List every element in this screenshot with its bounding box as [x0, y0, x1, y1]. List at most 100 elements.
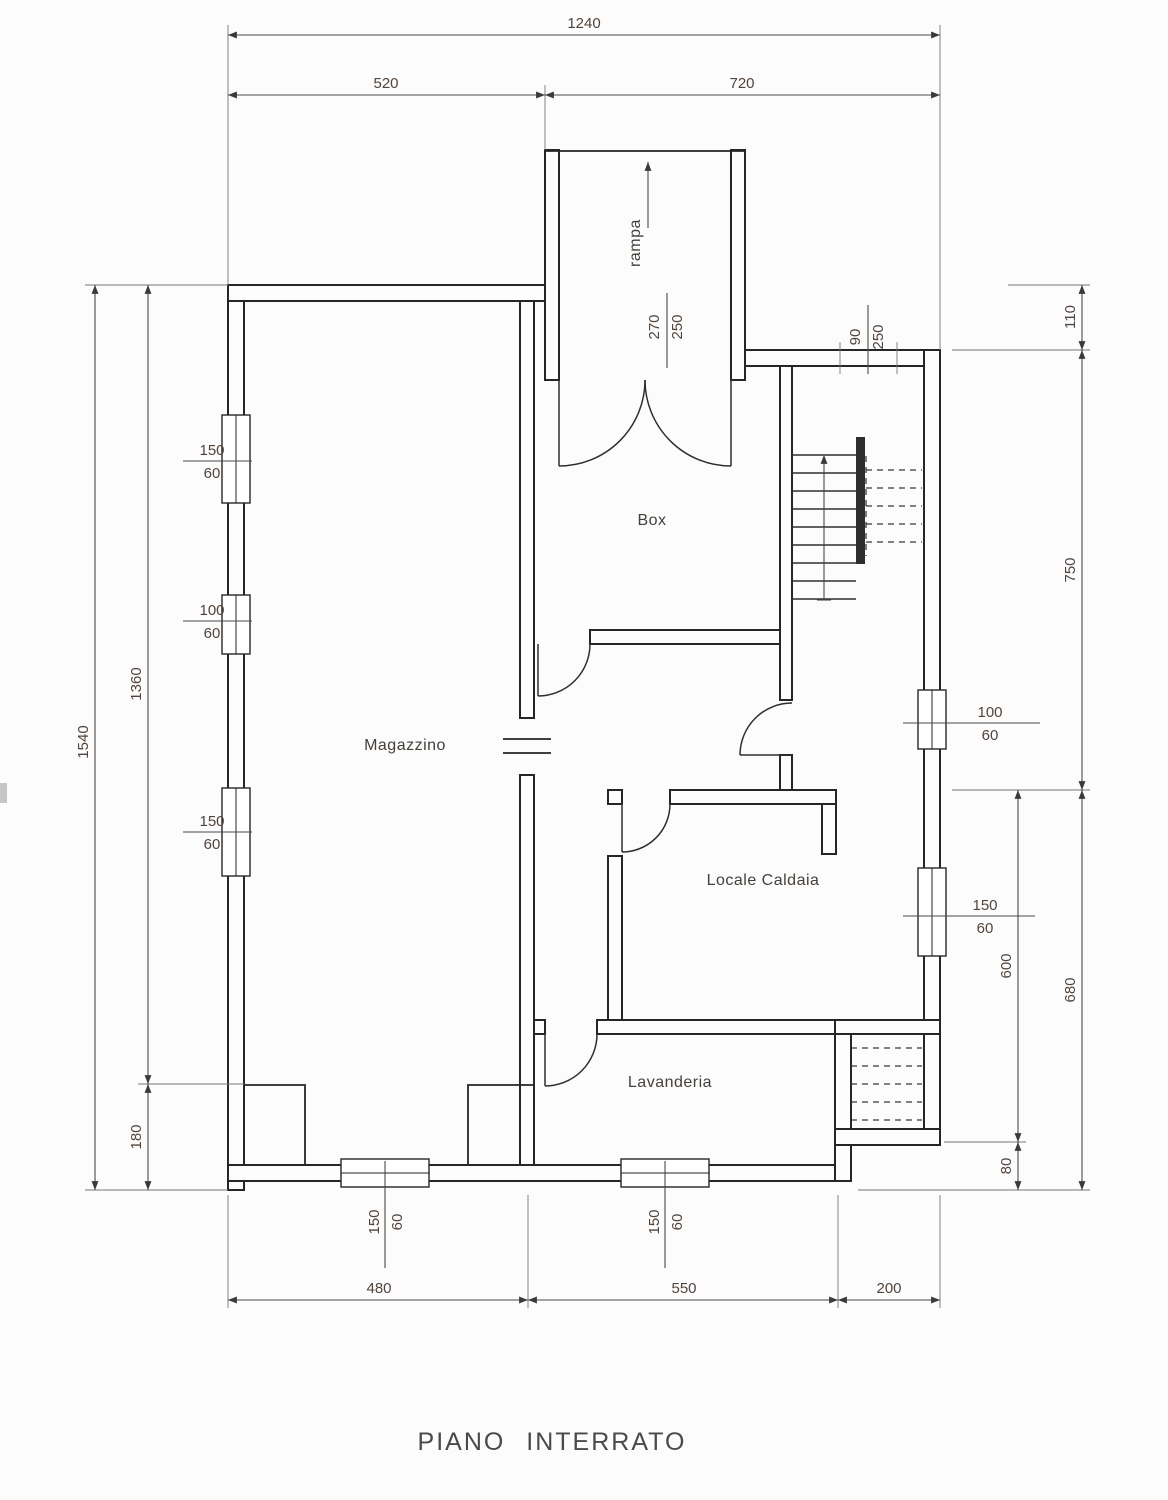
dim-window-left-bottom: 150 60 — [183, 813, 252, 853]
dim-top-right: 720 — [545, 75, 940, 99]
dim-window-left-top: 150 60 — [183, 442, 252, 482]
room-label-magazzino: Magazzino — [364, 737, 446, 754]
dim-label-top-total: 1240 — [567, 15, 600, 32]
dim-top-total: 1240 — [228, 15, 940, 39]
stair-handrail — [856, 437, 865, 564]
dim-window-left-middle: 100 60 — [183, 602, 252, 642]
lavanderia-wall-top-jamb — [533, 1019, 546, 1035]
dim-label-wlb-height: 60 — [204, 836, 221, 853]
floor-step-left — [244, 1084, 306, 1165]
box-door — [537, 643, 591, 697]
dim-top-left: 520 — [228, 75, 545, 99]
dim-label-wru-height: 60 — [982, 727, 999, 744]
window-right-upper — [917, 689, 947, 750]
ramp-wall-right — [730, 149, 746, 381]
caldaia-door — [621, 803, 671, 853]
staircase-upper — [792, 437, 922, 601]
dim-left-outer: 1540 — [75, 285, 99, 1190]
dim-window-right-upper: 100 60 — [903, 704, 1040, 744]
dim-label-wlt-height: 60 — [204, 465, 221, 482]
window-left-top — [221, 414, 251, 504]
window-right-lower — [917, 867, 947, 957]
dim-window-right-lower: 150 60 — [903, 897, 1035, 937]
dim-label-ramp-num: 270 — [646, 314, 663, 339]
dim-label-bottom-left: 480 — [366, 1280, 391, 1297]
dim-right-lower: 680 — [1062, 790, 1086, 1190]
dim-label-left-bottom: 180 — [128, 1124, 145, 1149]
dim-label-wlm-width: 100 — [199, 602, 224, 619]
dim-window-bottom-right: 150 60 — [646, 1161, 686, 1268]
outer-wall-bottom — [227, 1164, 852, 1182]
plan-title: PIANO INTERRATO — [418, 1428, 687, 1456]
dim-label-left-inner: 1360 — [128, 667, 145, 700]
dim-label-stair-door-den: 250 — [870, 324, 887, 349]
dim-label-wbr-width: 150 — [646, 1209, 663, 1234]
dim-right-upper: 750 — [1062, 350, 1086, 790]
dim-right-inner-base: 80 — [998, 1142, 1022, 1190]
dim-label-wbr-height: 60 — [669, 1214, 686, 1231]
room-label-lavanderia: Lavanderia — [628, 1074, 712, 1091]
dim-label-bottom-right: 200 — [876, 1280, 901, 1297]
dim-label-wlb-width: 150 — [199, 813, 224, 830]
room-labels: Magazzino Box Locale Caldaia Lavanderia … — [364, 219, 819, 1091]
dim-label-wbl-height: 60 — [389, 1214, 406, 1231]
doors — [537, 379, 793, 1087]
dim-label-stair-door-num: 90 — [847, 329, 864, 346]
lavanderia-wall-top — [596, 1019, 836, 1035]
caldaia-wall-stub — [821, 803, 837, 855]
dim-ramp-width: 270 250 — [646, 293, 686, 368]
box-wall-bottom — [589, 629, 793, 645]
dim-label-top-left: 520 — [373, 75, 398, 92]
staircase-lower-dashed — [851, 1047, 922, 1121]
dim-label-right-offset-top: 110 — [1062, 305, 1079, 329]
caldaia-wall-corner — [607, 789, 623, 805]
room-label-rampa: rampa — [627, 219, 644, 267]
outer-wall-top-right — [744, 349, 941, 367]
dim-label-right-inner-base: 80 — [998, 1158, 1015, 1175]
dim-label-wru-width: 100 — [977, 704, 1002, 721]
floor-step-right — [467, 1084, 534, 1165]
room-label-locale-caldaia: Locale Caldaia — [707, 872, 820, 889]
dim-label-wlt-width: 150 — [199, 442, 224, 459]
dim-label-left-outer: 1540 — [75, 725, 92, 758]
dim-label-right-lower: 680 — [1062, 977, 1079, 1002]
dim-label-wlm-height: 60 — [204, 625, 221, 642]
lavanderia-wall-right — [834, 1019, 852, 1182]
outer-wall-top-left — [227, 284, 546, 302]
dim-label-top-right: 720 — [729, 75, 754, 92]
dim-label-wrl-width: 150 — [972, 897, 997, 914]
dim-left-bottom: 180 — [128, 1084, 152, 1190]
dim-right-inner-height: 600 — [998, 790, 1022, 1142]
room-label-box: Box — [637, 512, 666, 529]
ramp-double-door — [558, 379, 732, 467]
dim-stair-door: 90 250 — [847, 305, 887, 374]
dim-label-bottom-center: 550 — [671, 1280, 696, 1297]
dim-bottom-right: 200 — [838, 1280, 940, 1304]
outer-wall-bottom-right — [834, 1128, 941, 1146]
lavanderia-door — [544, 1033, 598, 1087]
box-wall-right-lower — [779, 754, 793, 791]
caldaia-wall-bottom-right — [834, 1019, 941, 1035]
dim-label-ramp-den: 250 — [669, 314, 686, 339]
caldaia-wall-left — [607, 855, 623, 1021]
magazzino-wall-right-upper — [519, 300, 535, 719]
passage-opening-symbol — [503, 738, 551, 754]
hallway-door — [739, 702, 793, 756]
dim-label-wbl-width: 150 — [366, 1209, 383, 1234]
magazzino-wall-right-lower — [519, 774, 535, 1166]
caldaia-wall-top — [669, 789, 837, 805]
dim-window-bottom-left: 150 60 — [366, 1161, 406, 1268]
dim-label-wrl-height: 60 — [977, 920, 994, 937]
dim-label-right-inner-height: 600 — [998, 953, 1015, 978]
dim-label-right-upper: 750 — [1062, 557, 1079, 582]
box-wall-right-upper — [779, 365, 793, 701]
dim-bottom-center: 550 — [528, 1280, 838, 1304]
dimension-annotations: 1240 520 720 1540 1360 180 110 — [75, 15, 1090, 1308]
ramp-wall-left — [544, 149, 560, 381]
dim-bottom-left: 480 — [228, 1280, 528, 1304]
dim-left-inner: 1360 — [128, 285, 152, 1084]
magazzino-floor-steps — [244, 1084, 534, 1165]
scan-artifact — [0, 783, 7, 803]
